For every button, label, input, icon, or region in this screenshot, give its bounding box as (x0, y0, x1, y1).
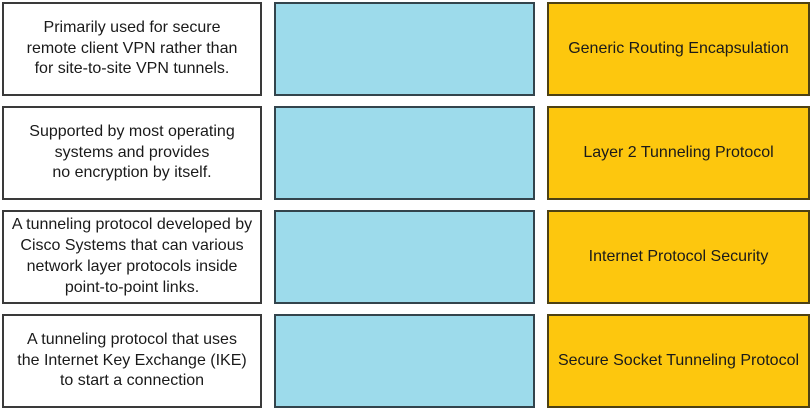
drop-zone-1[interactable] (274, 2, 535, 96)
answer-card-layer-2-tunneling-protocol[interactable]: Layer 2 Tunneling Protocol (547, 106, 810, 200)
answer-card-generic-routing-encapsulation[interactable]: Generic Routing Encapsulation (547, 2, 810, 96)
description-card-1: Primarily used for secure remote client … (2, 2, 262, 96)
drop-zone-2[interactable] (274, 106, 535, 200)
drop-zone-4[interactable] (274, 314, 535, 408)
answer-card-internet-protocol-security[interactable]: Internet Protocol Security (547, 210, 810, 304)
drop-zone-3[interactable] (274, 210, 535, 304)
description-card-2: Supported by most operating systems and … (2, 106, 262, 200)
description-card-3: A tunneling protocol developed by Cisco … (2, 210, 262, 304)
description-card-4: A tunneling protocol that uses the Inter… (2, 314, 262, 408)
answer-card-secure-socket-tunneling-protocol[interactable]: Secure Socket Tunneling Protocol (547, 314, 810, 408)
